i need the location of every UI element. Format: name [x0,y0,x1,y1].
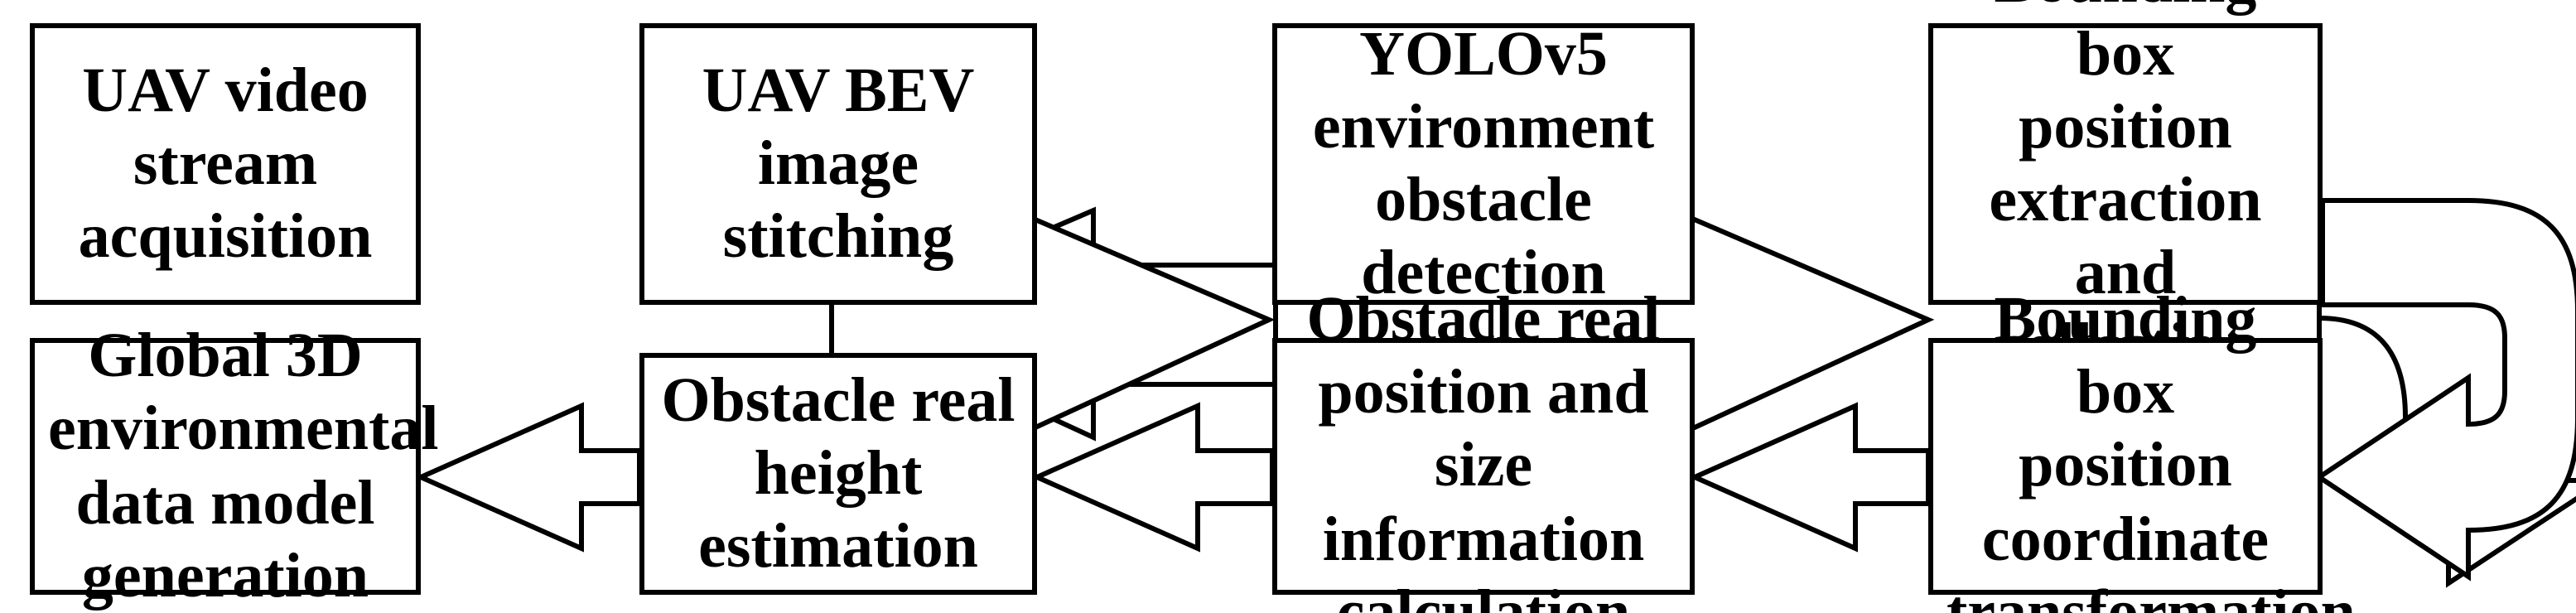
node-label: UAV video stream acquisition [78,56,373,273]
node-label: Obstacle real position and size informat… [1306,285,1661,613]
node-label: YOLOv5 environment obstacle detection [1312,19,1655,309]
arrow-position-calculation-to-height-estimation [1030,402,1275,553]
node-uav-bev-image-stitching[interactable]: UAV BEV image stitching [639,23,1037,305]
node-label: Global 3D environmental data model gener… [48,321,439,611]
node-bounding-box-position-extraction-and-collection[interactable]: Bounding box position extraction and col… [1928,0,2323,381]
arrow-bbox-transformation-to-position-calculation [1688,402,1931,553]
arrow-bbox-extraction-to-bbox-transformation [2317,263,2576,588]
node-label: UAV BEV image stitching [702,56,975,273]
node-label: Bounding box position coordinate transfo… [1946,285,2356,613]
node-obstacle-real-position-and-size-information-calculation[interactable]: Obstacle real position and size informat… [1272,286,1695,613]
node-uav-video-stream-acquisition[interactable]: UAV video stream acquisition [30,23,421,305]
node-global-3d-environmental-data-model-generation[interactable]: Global 3D environmental data model gener… [30,322,439,611]
node-yolov5-environment-obstacle-detection[interactable]: YOLOv5 environment obstacle detection [1272,20,1695,308]
node-obstacle-real-height-estimation[interactable]: Obstacle real height estimation [639,353,1037,595]
arrow-height-estimation-to-global-model [414,402,642,553]
node-label: Obstacle real height estimation [661,365,1015,582]
arrow-curved-feedback [2314,198,2576,582]
node-bounding-box-position-coordinate-transformation[interactable]: Bounding box position coordinate transfo… [1928,286,2356,613]
